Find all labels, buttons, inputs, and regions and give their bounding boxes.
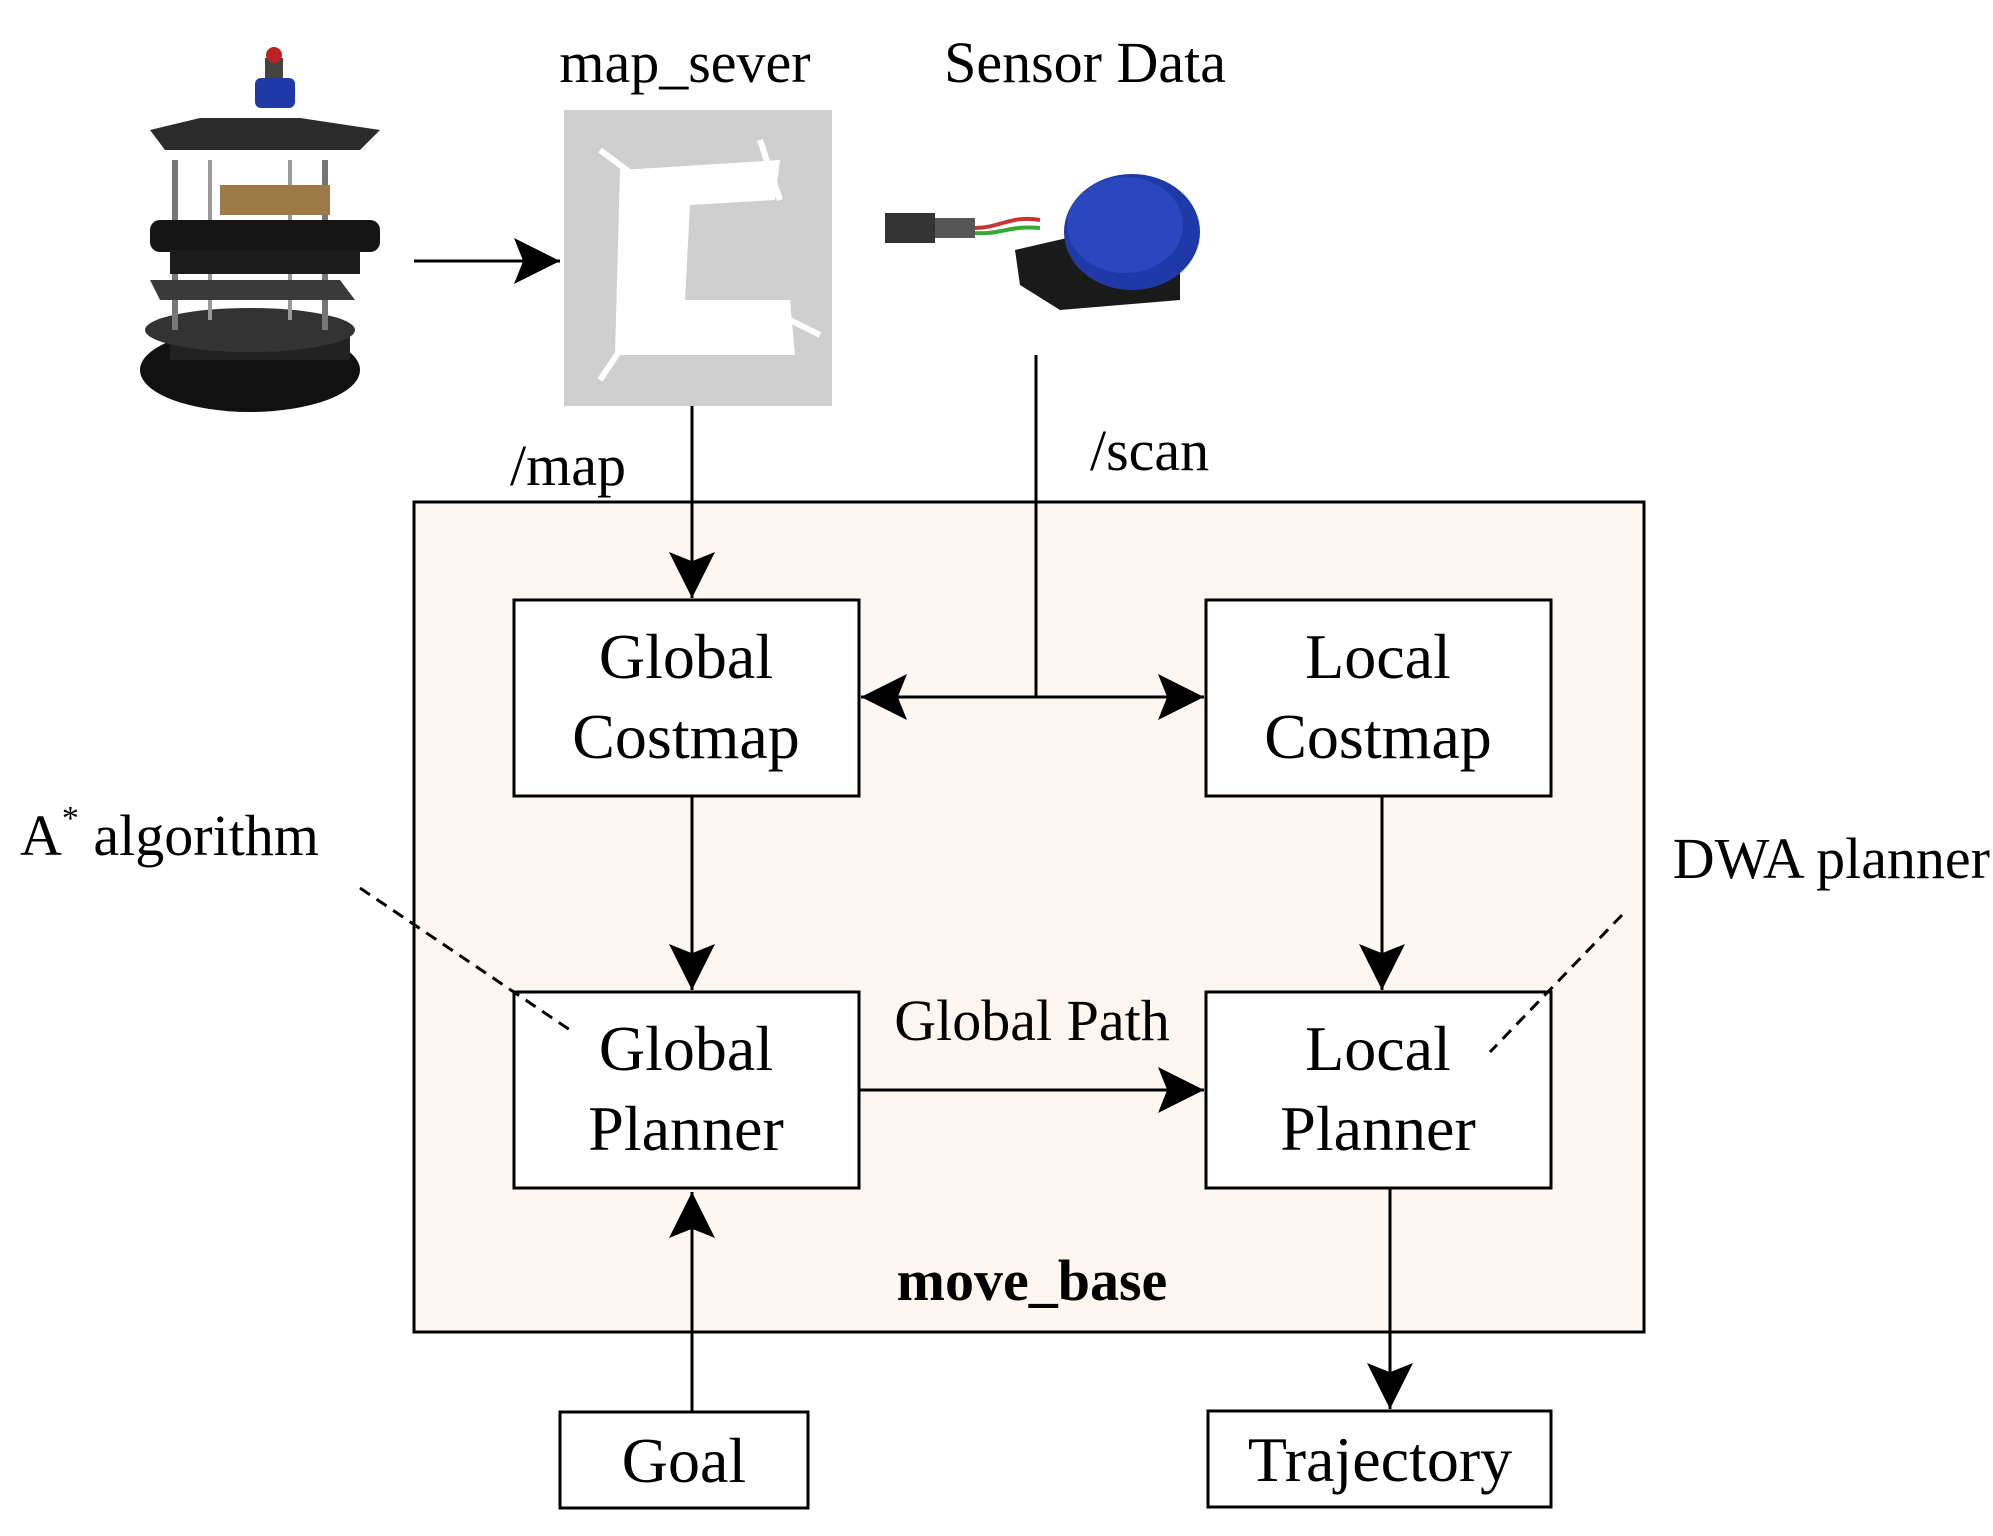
trajectory-box: Trajectory (1206, 1409, 1553, 1509)
local-planner-box: Local Planner (1204, 990, 1553, 1190)
global-planner-line2: Planner (588, 1093, 784, 1164)
local-planner-line2: Planner (1280, 1093, 1476, 1164)
global-planner-line1: Global (599, 1013, 773, 1084)
scan-topic-label: /scan (1090, 418, 1209, 483)
global-planner-box: Global Planner (512, 990, 861, 1190)
local-costmap-line1: Local (1305, 621, 1451, 692)
lidar-sensor-icon (885, 174, 1200, 310)
a-star-rest: algorithm (79, 803, 319, 868)
local-planner-line1: Local (1305, 1013, 1451, 1084)
sensor-data-label: Sensor Data (944, 30, 1226, 95)
dwa-leader-line (1488, 913, 1624, 1054)
a-star-sup: * (62, 800, 79, 837)
local-costmap-line2: Costmap (1264, 701, 1492, 772)
map-server-label: map_sever (559, 30, 810, 95)
goal-box: Goal (558, 1410, 810, 1510)
global-costmap-line1: Global (599, 621, 773, 692)
local-costmap-box: Local Costmap (1204, 598, 1553, 798)
a-star-label: A* algorithm (20, 800, 319, 868)
move-base-label: move_base (897, 1248, 1168, 1313)
global-costmap-line2: Costmap (572, 701, 800, 772)
map-topic-label: /map (510, 433, 626, 498)
trajectory-label: Trajectory (1248, 1424, 1512, 1495)
dwa-planner-label: DWA planner (1673, 826, 1990, 891)
occupancy-map-icon (564, 110, 832, 406)
a-star-base: A (20, 803, 62, 868)
goal-label: Goal (622, 1425, 746, 1496)
a-star-leader-line (359, 886, 571, 1032)
global-path-label: Global Path (894, 988, 1169, 1053)
global-costmap-box: Global Costmap (512, 598, 861, 798)
turtlebot-robot-icon (140, 47, 380, 412)
